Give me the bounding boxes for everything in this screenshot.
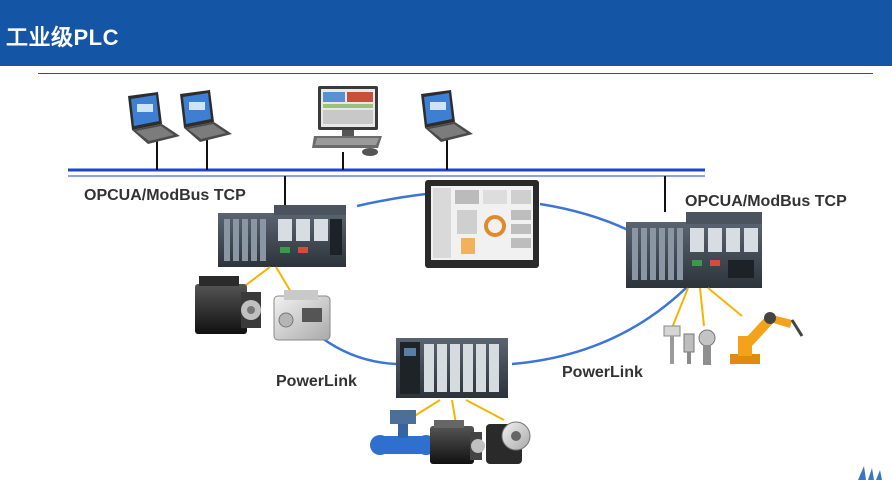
plc-controller-icon <box>396 338 508 398</box>
robot-arm-icon <box>730 312 804 364</box>
plc-controller-icon <box>218 205 346 267</box>
io-link <box>245 266 292 293</box>
logo-fragment <box>858 466 882 480</box>
laptop-icon <box>180 90 232 142</box>
sensor-icon <box>683 333 695 364</box>
header-bar: 工业级PLC <box>0 0 892 66</box>
powerlink-label-left: PowerLink <box>276 373 357 390</box>
desktop-pc-icon <box>312 86 382 156</box>
laptop-icon <box>421 90 473 142</box>
sensor-icon <box>663 325 681 364</box>
protocol-label-right: OPCUA/ModBus TCP <box>685 193 847 210</box>
servo-motor-icon <box>430 420 485 464</box>
protocol-label-left: OPCUA/ModBus TCP <box>84 187 246 204</box>
plc-controller-icon <box>626 212 762 288</box>
powerlink-ring <box>321 192 693 366</box>
hmi-panel-icon <box>425 180 539 268</box>
header-divider <box>38 73 873 74</box>
sensor-icon <box>698 329 716 365</box>
gearbox-icon <box>273 290 331 341</box>
page-title: 工业级PLC <box>6 25 120 50</box>
powerlink-label-right: PowerLink <box>562 364 643 381</box>
ethernet-bus <box>68 140 705 212</box>
valve-icon <box>370 410 436 455</box>
servo-motor-icon <box>195 276 261 334</box>
gearbox-icon <box>486 421 531 464</box>
io-link <box>671 287 743 329</box>
laptop-icon <box>128 92 180 144</box>
